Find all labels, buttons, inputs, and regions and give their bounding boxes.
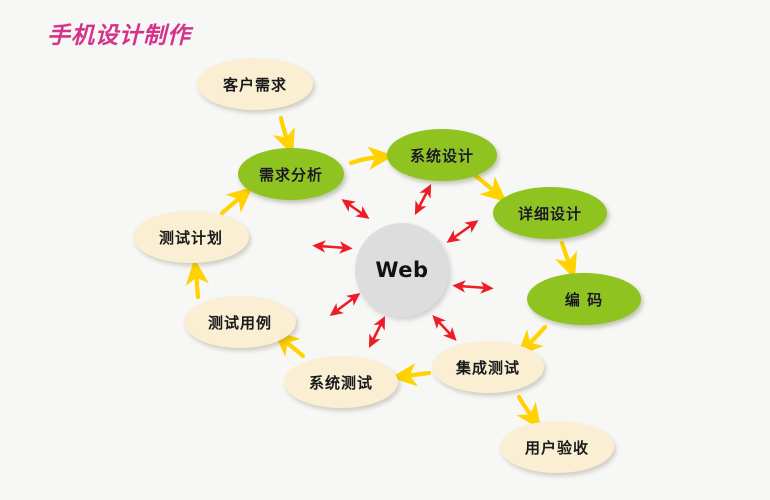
node-label: 系统测试 xyxy=(308,373,373,392)
spoke-arrow-s xyxy=(368,315,386,349)
node-label: 系统设计 xyxy=(409,146,474,165)
flow-arrow-coding-to-integration xyxy=(516,324,548,357)
node-label: 编 码 xyxy=(564,290,604,309)
hub-spoke-arrow-group xyxy=(312,184,494,349)
spoke-arrow-n xyxy=(414,184,432,215)
node-test-cases[interactable]: 测试用例 xyxy=(184,296,296,348)
spoke-arrow-e xyxy=(452,280,494,294)
node-system-design[interactable]: 系统设计 xyxy=(387,129,497,181)
spoke-arrow-se xyxy=(432,315,457,341)
flow-arrow-cases-to-plan xyxy=(185,258,209,300)
flow-arrow-system-to-detailed xyxy=(470,171,507,203)
node-label: 需求分析 xyxy=(258,165,323,184)
flow-arrow-system-testing-to-cases xyxy=(273,330,306,359)
node-label: 测试计划 xyxy=(158,228,223,247)
flow-arrow-group xyxy=(185,115,577,430)
page-title: 手机设计制作 xyxy=(47,23,191,49)
spoke-arrow-nw xyxy=(341,199,370,219)
center-node-web[interactable]: Web xyxy=(355,223,449,317)
node-label: 集成测试 xyxy=(455,358,520,377)
flow-arrow-customer-to-analysis xyxy=(272,115,295,156)
node-requirements-analysis[interactable]: 需求分析 xyxy=(238,148,344,200)
spoke-arrow-sw xyxy=(329,292,361,317)
node-label: 用户验收 xyxy=(524,438,589,457)
node-coding[interactable]: 编 码 xyxy=(527,273,641,325)
node-label: 详细设计 xyxy=(517,204,582,223)
flow-arrow-plan-to-analysis xyxy=(219,186,253,216)
node-customer-requirements[interactable]: 客户需求 xyxy=(197,58,313,110)
flow-arrow-integration-to-system-testing xyxy=(390,363,432,387)
node-user-acceptance[interactable]: 用户验收 xyxy=(500,421,614,473)
node-label: 测试用例 xyxy=(207,313,272,332)
node-system-testing[interactable]: 系统测试 xyxy=(284,356,398,408)
center-node-label: Web xyxy=(375,258,429,282)
spoke-arrow-ne xyxy=(446,220,479,243)
node-test-plan[interactable]: 测试计划 xyxy=(133,211,249,263)
flow-arrow-integration-to-user xyxy=(516,394,542,430)
flow-arrow-analysis-to-system xyxy=(348,146,395,170)
node-label: 客户需求 xyxy=(222,75,287,94)
node-detailed-design[interactable]: 详细设计 xyxy=(493,187,607,239)
spoke-arrow-w xyxy=(312,240,353,254)
node-integration-testing[interactable]: 集成测试 xyxy=(432,341,544,393)
flow-arrow-detailed-to-coding xyxy=(554,240,577,280)
